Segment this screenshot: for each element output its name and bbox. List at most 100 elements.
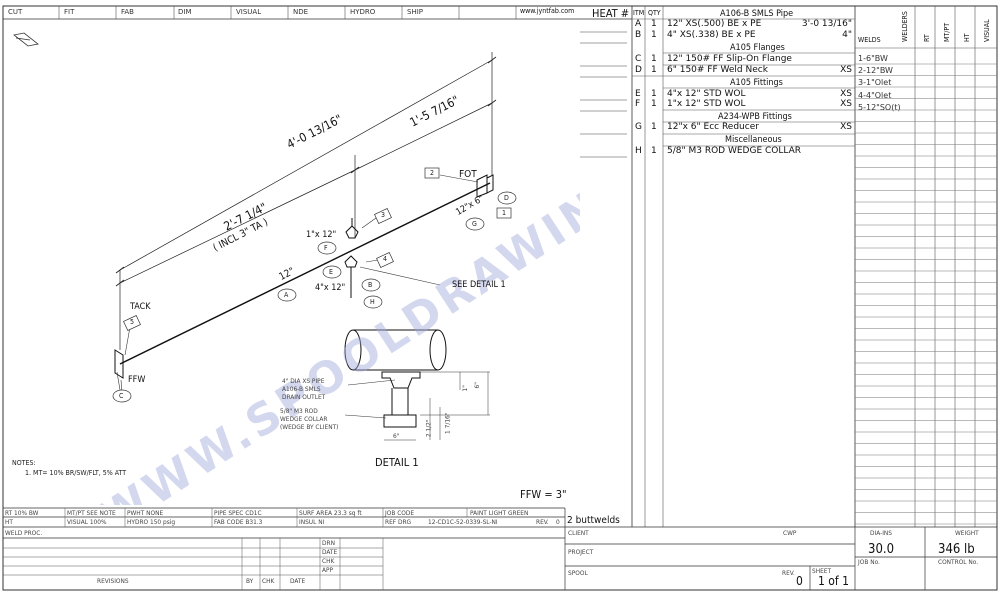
bom-section-fittings: A105 Fittings [730, 78, 783, 88]
item-tag-d: D [504, 194, 509, 202]
item-bubble-f [317, 241, 337, 255]
detail-note-3: DRAIN OUTLET [282, 393, 326, 401]
tb-by: BY [246, 577, 254, 585]
weld-row-5: 5-12"SO(t) [858, 102, 901, 112]
tb-sheet-value: 1 of 1 [818, 574, 849, 588]
detail-title: DETAIL 1 [375, 456, 419, 469]
tb-ref-drg: 12-CD1C-52-0339-SL-NI [428, 518, 498, 526]
tb-insul: INSUL NI [299, 518, 325, 526]
tb-sheet: SHEET [812, 567, 832, 575]
item-bubble-d [497, 191, 517, 205]
bom-item-e-desc: 4"x 12" STD WOL [667, 89, 746, 99]
weld-tag-2 [424, 167, 440, 179]
tb-job-code: JOB CODE [385, 509, 415, 517]
weld-row-2: 2-12"BW [858, 66, 893, 76]
bom-item-b-qty: 1 [651, 30, 657, 40]
bom-item-b-desc: 4" XS(.338) BE x PE [667, 30, 756, 40]
tb-project: PROJECT [568, 548, 594, 556]
bom-item-d-qty: 1 [651, 65, 657, 75]
bom-col-itm: ITM [633, 9, 645, 17]
bom-item-c-itm: C [635, 54, 642, 64]
detail-dim-6a: 6" [393, 432, 400, 440]
see-detail-label: SEE DETAIL 1 [452, 280, 506, 290]
isometric-drawing: WWW.SPOOLDRAWING.COM [13, 32, 580, 505]
tb-paint: PAINT LIGHT GREEN [470, 509, 529, 517]
bom-item-d-itm: D [635, 65, 642, 75]
tb-weight-value: 346 lb [938, 542, 975, 557]
item-bubble-g [465, 217, 485, 231]
olet-e-label: 4"x 12" [315, 283, 346, 293]
notes-line: 1. MT= 10% BR/SW/FLT, 5% ATT [25, 469, 127, 477]
tb-client: CLIENT [568, 529, 589, 537]
bom-item-g-desc: 12"x 6" Ecc Reducer [667, 122, 759, 132]
fot-label: FOT [459, 169, 477, 180]
detail-1-drawing [344, 329, 447, 428]
bom-item-d-desc: 6" 150# FF Weld Neck [667, 65, 768, 75]
top-cell-2: FAB [121, 8, 134, 16]
tb-weight: WEIGHT [955, 529, 979, 537]
bom-item-c-qty: 1 [651, 54, 657, 64]
top-cell-3: DIM [178, 8, 192, 16]
tb-ht: HT [5, 518, 13, 526]
tb-rev-label: REV. [536, 518, 549, 526]
tb-dia-ins: DIA-INS [870, 529, 893, 537]
tb-rev-value: 0 [556, 518, 560, 526]
tb-weld-proc: WELD PROC. [5, 529, 43, 537]
weld-col-visual: VISUAL [983, 19, 991, 42]
tb-ref-drg-label: REF DRG [385, 518, 412, 526]
bom-item-h-itm: H [635, 146, 642, 156]
olet-e [344, 255, 358, 298]
tb-rev2-value: 0 [796, 574, 803, 588]
bom-col-qty: QTY [648, 9, 661, 17]
top-cell-4: VISUAL [236, 8, 262, 16]
bom-item-h-desc: 5/8" M3 ROD WEDGE COLLAR [667, 146, 802, 156]
detail-note-6: (WEDGE BY CLIENT) [280, 423, 339, 431]
tb-job-no: JOB No. [858, 558, 880, 566]
tb-app: APP [322, 566, 334, 574]
item-tag-a: A [284, 291, 289, 299]
tb-surf-area: SURF AREA 23.3 sq ft [299, 509, 362, 517]
bom-item-f-itm: F [635, 99, 641, 109]
item-tag-c: C [119, 392, 124, 400]
item-tag-b: B [368, 281, 373, 289]
top-cell-1: FIT [64, 8, 75, 16]
item-bubble-e [322, 265, 342, 279]
detail-note-5: WEDGE COLLAR [280, 415, 328, 423]
ffw-label: FFW [128, 375, 146, 385]
weld-row-3: 3-1"Olet [858, 78, 892, 88]
buttwelds-note: 2 buttwelds [567, 515, 620, 526]
flange-c [114, 349, 124, 379]
bom-item-e-qty: 1 [651, 89, 657, 99]
bom-item-a-itm: A [635, 19, 642, 29]
detail-dim-1: 1" [460, 385, 469, 392]
tb-rev2: REV. [782, 569, 795, 577]
detail-note-4: 5/8" M3 ROD [280, 407, 318, 415]
olet-f-label: 1"x 12" [306, 230, 337, 240]
detail-note-2: A106-B SMLS [282, 385, 321, 393]
tb-pwht: PWHT NONE [127, 509, 164, 517]
weld-col-rt: RT [923, 34, 931, 42]
weld-tag-1 [496, 207, 512, 219]
tb-date2: DATE [290, 577, 306, 585]
bom-item-h-qty: 1 [651, 146, 657, 156]
tb-dia-ins-value: 30.0 [868, 542, 895, 557]
item-bubble-b [361, 278, 381, 292]
detail-note-1: 4" DIA XS PIPE [282, 377, 325, 385]
tb-rt: RT 10% BW [5, 509, 39, 517]
weld-col-welders: WELDERS [901, 11, 909, 42]
weld-tag-1-text: 1 [502, 209, 507, 217]
weld-col-mt-pt: MT/PT [943, 22, 951, 42]
ffw-note: FFW = 3" [520, 488, 567, 501]
weld-tag-4 [376, 252, 394, 268]
bom-item-e-itm: E [635, 89, 641, 99]
bom-item-d-extra: XS [840, 65, 852, 75]
tack-label: TACK [130, 302, 151, 312]
item-tag-e: E [329, 268, 333, 276]
weld-tag-3-text: 3 [381, 211, 386, 219]
bom-item-f-qty: 1 [651, 99, 657, 109]
top-cell-6: HYDRO [350, 8, 376, 16]
item-bubble-h [363, 295, 383, 309]
bom-item-e-extra: XS [840, 89, 852, 99]
tb-fab-code: FAB CODE B31.3 [214, 518, 263, 526]
